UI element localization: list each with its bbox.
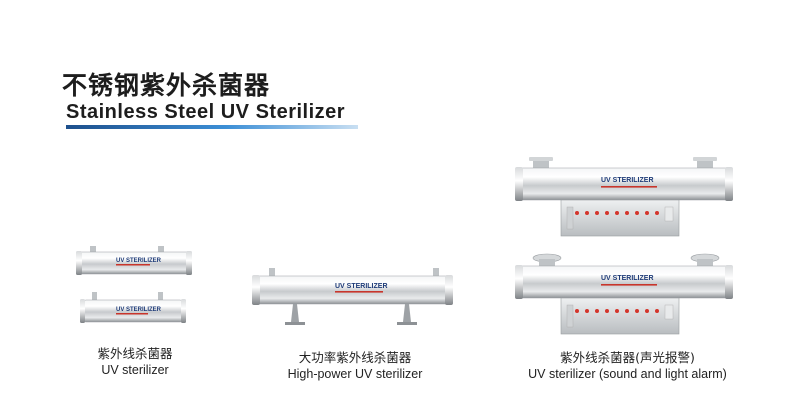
unit-label: UV STERILIZER	[601, 275, 654, 282]
sterilizer-unit-alarm-a: UV STERILIZER	[515, 157, 733, 237]
sterilizer-unit-small-b: UV STERILIZER	[80, 292, 186, 323]
product-small-uv-sterilizer: UV STERILIZER UV STERILIZER	[70, 240, 200, 330]
title-underline	[66, 125, 358, 129]
alarm-indicator-lights	[575, 211, 659, 215]
page-title-en: Stainless Steel UV Sterilizer	[66, 101, 346, 123]
product-alarm-uv-sterilizer: UV STERILIZER UV STERILIZER	[505, 155, 745, 340]
unit-label: UV STERILIZER	[335, 283, 388, 290]
product-name-cn: 大功率紫外线杀菌器	[298, 350, 412, 365]
unit-label: UV STERILIZER	[601, 177, 654, 184]
product-caption-alarm: 紫外线杀菌器(声光报警) UV sterilizer (sound and li…	[505, 350, 750, 382]
product-name-en: High-power UV sterilizer	[287, 367, 423, 381]
product-name-en: UV sterilizer (sound and light alarm)	[528, 367, 727, 381]
product-name-cn: 紫外线杀菌器	[97, 346, 173, 361]
unit-label: UV STERILIZER	[116, 307, 162, 313]
alarm-indicator-lights	[575, 309, 659, 313]
product-name-cn: 紫外线杀菌器(声光报警)	[560, 350, 695, 365]
sterilizer-unit-alarm-b: UV STERILIZER	[515, 253, 733, 335]
page-title-cn: 不锈钢紫外杀菌器	[62, 71, 271, 100]
product-caption-small: 紫外线杀菌器 UV sterilizer	[70, 346, 200, 378]
product-caption-high-power: 大功率紫外线杀菌器 High-power UV sterilizer	[255, 350, 455, 382]
product-name-en: UV sterilizer	[101, 363, 169, 377]
sterilizer-unit-small-a: UV STERILIZER	[76, 246, 192, 275]
unit-label: UV STERILIZER	[116, 258, 162, 264]
product-high-power-uv-sterilizer: UV STERILIZER	[245, 262, 460, 332]
